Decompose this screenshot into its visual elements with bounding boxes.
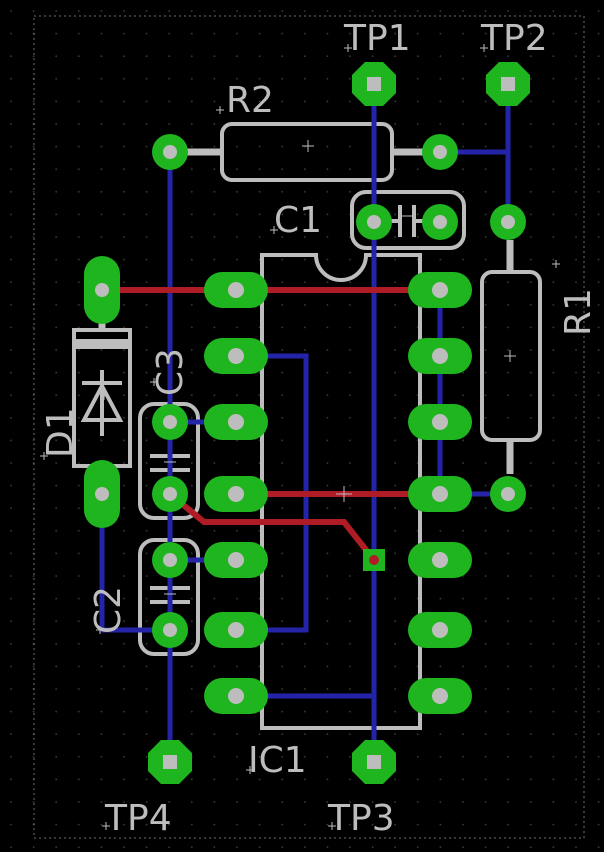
silkscreen-layer — [72, 122, 542, 730]
c1-outline — [350, 190, 466, 250]
label-r1: R1 — [558, 288, 599, 336]
label-tp1: TP1 — [343, 18, 411, 59]
label-tp3: TP3 — [327, 798, 395, 839]
label-tp4: TP4 — [104, 798, 172, 839]
drill-holes — [95, 77, 515, 769]
label-tp2: TP2 — [480, 18, 548, 59]
label-d1: D1 — [40, 407, 81, 458]
origin-crosses — [40, 44, 560, 830]
ic1-outline — [260, 253, 422, 730]
board-outline — [33, 15, 585, 839]
label-c1: C1 — [274, 200, 322, 241]
label-c2: C2 — [88, 586, 129, 634]
label-ic1: IC1 — [248, 740, 307, 781]
label-r2: R2 — [226, 80, 274, 121]
label-c3: C3 — [150, 348, 191, 396]
